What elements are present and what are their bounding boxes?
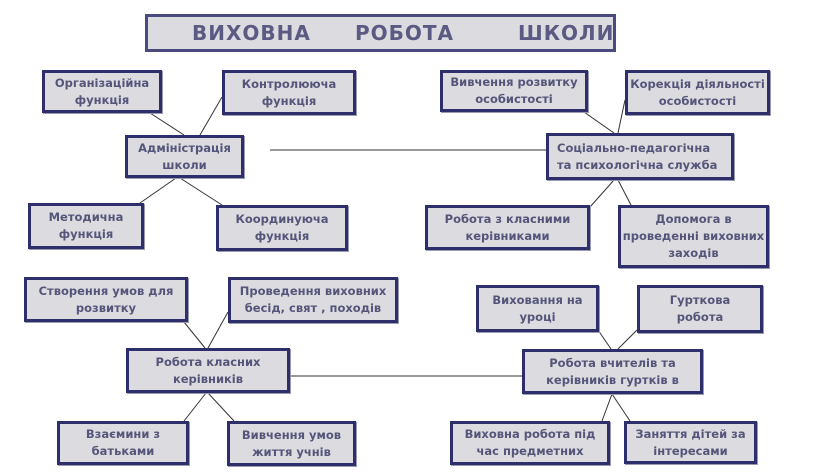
box-text: уроці: [519, 309, 556, 324]
box-organizational-function: Організаційна функція: [42, 70, 162, 113]
box-text: керівників гуртків в: [546, 372, 679, 387]
link-social-classwork: [589, 179, 615, 208]
box-text: функція: [254, 229, 310, 243]
box-school-administration: Адміністрація школи: [125, 135, 244, 178]
box-personality-development-study: Вивчення розвитку особистості: [440, 70, 588, 112]
box-text: керівниками: [465, 228, 550, 243]
box-text: Організаційна: [54, 75, 150, 90]
link-social-study: [583, 111, 615, 134]
box-text: Координуюча: [235, 212, 329, 226]
box-text: Вивчення умов: [241, 427, 342, 442]
box-text: Вивчення розвитку: [450, 75, 578, 89]
box-text: Виховання на: [492, 292, 583, 307]
box-parent-relations: Взаємини з батьками: [57, 421, 189, 465]
box-text: батьками: [91, 444, 155, 458]
box-activity-correction: Корекція діяльності особистості: [625, 70, 770, 115]
box-text: школи: [162, 157, 207, 172]
box-text: функція: [58, 227, 114, 241]
box-text: Контролююча: [241, 76, 337, 91]
link-admin-coord: [179, 177, 223, 206]
box-text: Методична: [48, 210, 124, 224]
box-education-in-lesson: Виховання на уроці: [476, 285, 599, 332]
box-text: життя учнів: [252, 444, 331, 459]
box-text: Заняття дітей за: [635, 426, 746, 441]
title-word-1: ВИХОВНА: [192, 21, 311, 45]
box-text: проведенні виховних: [622, 229, 765, 243]
box-development-conditions: Створення умов для розвитку: [24, 277, 188, 322]
box-text: Взаємини з: [85, 427, 161, 441]
box-teachers-club-leaders-work: Робота вчителів та керівників гуртків в: [522, 349, 703, 394]
box-text: Проведення виховних: [239, 284, 387, 298]
box-conducting-talks-holidays: Проведення виховних бесід, свят , походів: [228, 277, 398, 323]
box-social-psychological-service: Соціально-педагогічна та психологічна слу…: [546, 133, 734, 180]
box-text: час предметних: [476, 444, 584, 458]
box-text: особистості: [658, 93, 737, 108]
title-word-3: ШКОЛИ: [518, 21, 615, 45]
box-text: та психологічна служба: [557, 157, 718, 172]
box-text: Допомога в: [655, 212, 732, 226]
box-text: Робота вчителів та: [549, 355, 676, 370]
link-teach-edu: [601, 393, 613, 422]
box-text: Соціально-педагогічна: [557, 140, 711, 155]
link-admin-method: [139, 177, 177, 204]
box-class-teachers-work: Робота класних керівників: [126, 348, 290, 393]
box-methodical-function: Методична функція: [28, 203, 144, 249]
box-student-living-conditions: Вивчення умов життя учнів: [227, 421, 356, 466]
box-text: керівників: [172, 371, 244, 386]
box-help-educational-events: Допомога в проведенні виховних заходів: [618, 205, 769, 268]
link-class-create: [183, 321, 206, 349]
box-text: бесід, свят , походів: [244, 301, 382, 315]
title-word-2: РОБОТА: [355, 21, 455, 45]
link-admin-org: [149, 112, 185, 136]
box-text: Гурткова: [669, 293, 731, 307]
link-teach-lesson: [597, 329, 612, 350]
link-admin-control: [199, 96, 223, 136]
box-text: заходів: [668, 246, 719, 260]
link-social-help: [617, 179, 633, 208]
box-coordinating-function: Координуюча функція: [216, 205, 348, 251]
link-teach-clubs: [617, 329, 638, 350]
page-title: ВИХОВНА РОБОТА ШКОЛИ: [145, 14, 616, 52]
box-text: Створення умов для: [38, 283, 174, 298]
box-subject-educational-work: Виховна робота під час предметних: [450, 421, 610, 465]
box-control-function: Контролююча функція: [222, 70, 356, 115]
box-text: Виховна робота під: [464, 427, 596, 441]
box-text: інтересами: [653, 443, 728, 458]
box-text: Робота класних: [155, 354, 261, 369]
box-text: Корекція діяльності: [630, 76, 765, 91]
box-work-with-class-teachers: Робота з класними керівниками: [425, 205, 590, 250]
link-class-conduct: [207, 311, 229, 349]
box-text: Робота з класними: [444, 211, 571, 226]
box-interest-activities: Заняття дітей за інтересами: [624, 421, 757, 464]
box-text: Адміністрація: [138, 140, 231, 155]
link-class-study: [207, 392, 235, 422]
box-text: робота: [676, 310, 724, 324]
box-club-work: Гурткова робота: [637, 285, 763, 333]
link-teach-interest: [611, 393, 631, 422]
box-text: розвитку: [75, 300, 137, 315]
link-class-parents: [183, 392, 207, 422]
box-text: функція: [74, 92, 130, 107]
link-social-correct: [617, 99, 626, 134]
box-text: особистості: [475, 92, 553, 106]
box-text: функція: [261, 93, 317, 108]
